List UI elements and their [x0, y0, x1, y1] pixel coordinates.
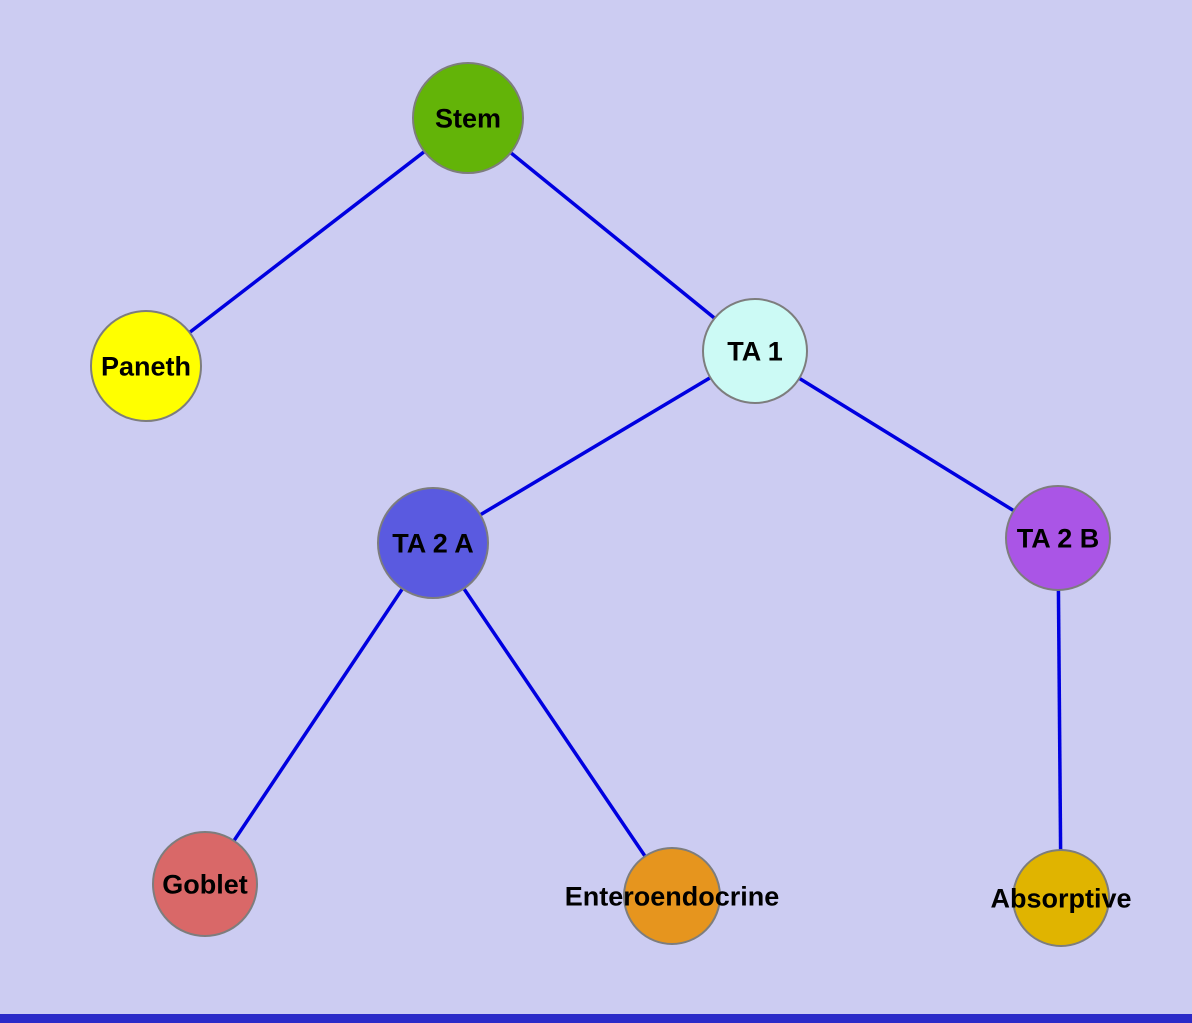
node-circle-stem[interactable] [412, 62, 524, 174]
node-circle-ta1[interactable] [702, 298, 808, 404]
edge-ta2b-absorptive [1056, 537, 1063, 899]
node-enteroendocrine[interactable]: Enteroendocrine [565, 847, 780, 945]
node-circle-paneth[interactable] [90, 310, 202, 422]
node-circle-ta2b[interactable] [1005, 485, 1111, 591]
node-ta2a[interactable]: TA 2 A [377, 487, 489, 599]
node-ta2b[interactable]: TA 2 B [1005, 485, 1111, 591]
edge-stem-paneth [144, 116, 470, 368]
node-circle-ta2a[interactable] [377, 487, 489, 599]
node-circle-absorptive[interactable] [1012, 849, 1110, 947]
node-absorptive[interactable]: Absorptive [990, 849, 1132, 947]
node-ta1[interactable]: TA 1 [702, 298, 808, 404]
edge-ta1-ta2b [754, 349, 1059, 540]
edge-layer [144, 116, 1063, 899]
node-circle-enteroendocrine[interactable] [623, 847, 721, 945]
edge-ta1-ta2a [432, 349, 756, 545]
node-goblet[interactable]: Goblet [152, 831, 258, 937]
edge-ta2a-goblet [203, 542, 435, 885]
edge-stem-ta1 [466, 116, 757, 353]
bottom-border-bar [0, 1014, 1192, 1023]
node-stem[interactable]: Stem [412, 62, 524, 174]
node-circle-goblet[interactable] [152, 831, 258, 937]
node-paneth[interactable]: Paneth [90, 310, 202, 422]
edge-ta2a-enteroendocrine [431, 542, 674, 897]
